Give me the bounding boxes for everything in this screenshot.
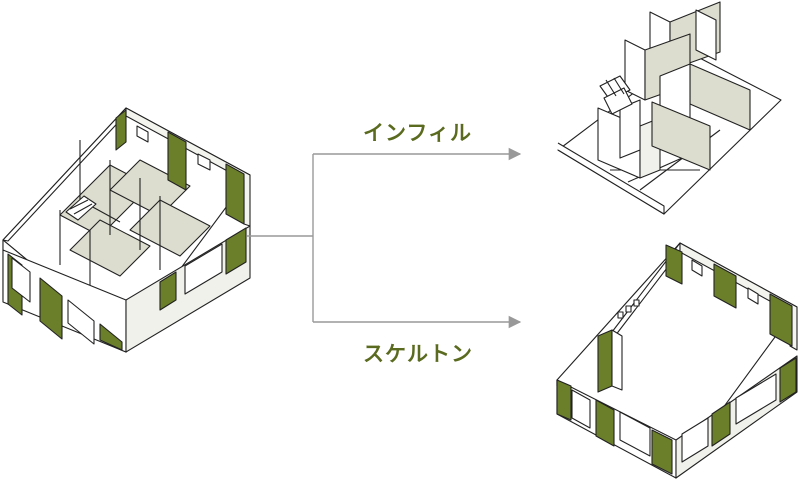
full-house-illustration xyxy=(2,107,251,353)
infill-illustration xyxy=(557,1,782,215)
wall-panel xyxy=(99,323,123,351)
skeleton-illustration xyxy=(556,242,798,479)
stair-icon xyxy=(599,75,633,115)
wall-panel xyxy=(779,357,797,403)
wall-panel xyxy=(597,329,613,393)
wall-panel xyxy=(225,227,247,275)
skeleton-label: スケルトン xyxy=(363,342,473,366)
wall-panel xyxy=(159,271,177,311)
wall-panel xyxy=(651,429,673,475)
wall-panel xyxy=(711,401,731,447)
wall-panel xyxy=(167,131,187,191)
room-shade xyxy=(129,199,211,257)
wall-panel xyxy=(595,399,615,447)
room-shade xyxy=(109,159,191,217)
wall-panel xyxy=(665,244,683,285)
wall-panel xyxy=(39,277,63,340)
branch-arrows xyxy=(247,147,522,329)
stair-icon xyxy=(65,195,97,221)
wall-panel xyxy=(225,163,245,225)
wall-panel xyxy=(713,263,737,309)
wall-panel xyxy=(769,293,793,347)
wall-panel xyxy=(556,379,572,421)
wall-panel xyxy=(115,109,127,151)
infill-label: インフィル xyxy=(363,121,472,145)
